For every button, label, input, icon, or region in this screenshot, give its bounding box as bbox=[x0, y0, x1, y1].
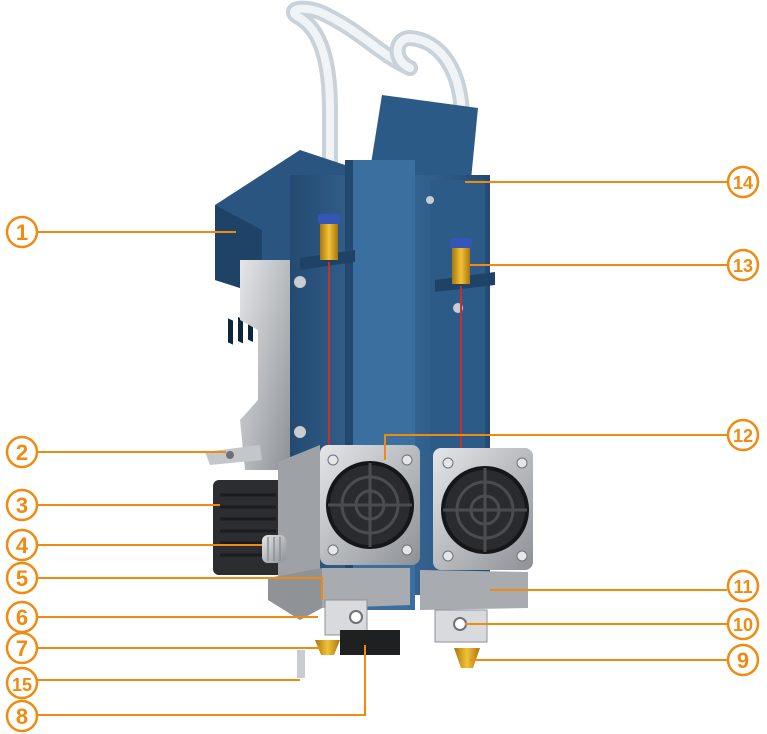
callout-2: 2 bbox=[5, 435, 39, 469]
callout-label: 10 bbox=[733, 615, 753, 635]
left-fan bbox=[278, 445, 420, 600]
callout-8: 8 bbox=[5, 699, 39, 733]
callout-15: 15 bbox=[5, 666, 39, 700]
right-fan bbox=[433, 448, 533, 570]
couplings bbox=[318, 214, 472, 462]
callout-label: 8 bbox=[16, 704, 28, 729]
callout-label: 5 bbox=[16, 566, 28, 591]
callout-label: 4 bbox=[16, 533, 29, 558]
callout-11: 11 bbox=[726, 569, 760, 603]
shrouds bbox=[268, 568, 528, 620]
leader-lines bbox=[36, 181, 727, 716]
callout-label: 7 bbox=[16, 636, 28, 661]
screw-icon bbox=[426, 196, 434, 204]
hotends bbox=[297, 599, 488, 678]
callout-label: 13 bbox=[733, 256, 753, 276]
callout-9: 9 bbox=[726, 643, 760, 677]
callout-7: 7 bbox=[5, 631, 39, 665]
knob bbox=[262, 535, 286, 563]
callout-label: 2 bbox=[16, 440, 28, 465]
callout-13: 13 bbox=[726, 248, 760, 282]
callout-5: 5 bbox=[5, 561, 39, 595]
callout-label: 14 bbox=[733, 173, 753, 193]
callout-label: 1 bbox=[16, 220, 28, 245]
ptfe-tubes bbox=[285, 0, 470, 248]
screw-icon bbox=[294, 426, 306, 438]
callout-label: 6 bbox=[16, 605, 28, 630]
callout-12: 12 bbox=[726, 418, 760, 452]
callout-14: 14 bbox=[726, 165, 760, 199]
callout-label: 12 bbox=[733, 426, 753, 446]
callout-markers: 1 2 3 4 5 6 7 15 bbox=[5, 165, 760, 733]
screw-icon bbox=[226, 451, 234, 459]
callout-4: 4 bbox=[5, 528, 39, 562]
callout-10: 10 bbox=[726, 607, 760, 641]
callout-label: 15 bbox=[12, 675, 32, 695]
callout-label: 9 bbox=[737, 648, 749, 673]
screw-icon bbox=[294, 276, 306, 288]
callout-3: 3 bbox=[5, 488, 39, 522]
callout-label: 11 bbox=[733, 577, 752, 597]
callout-6: 6 bbox=[5, 600, 39, 634]
callout-label: 3 bbox=[16, 493, 28, 518]
steel-side-plate bbox=[205, 260, 290, 470]
callout-1: 1 bbox=[5, 215, 39, 249]
